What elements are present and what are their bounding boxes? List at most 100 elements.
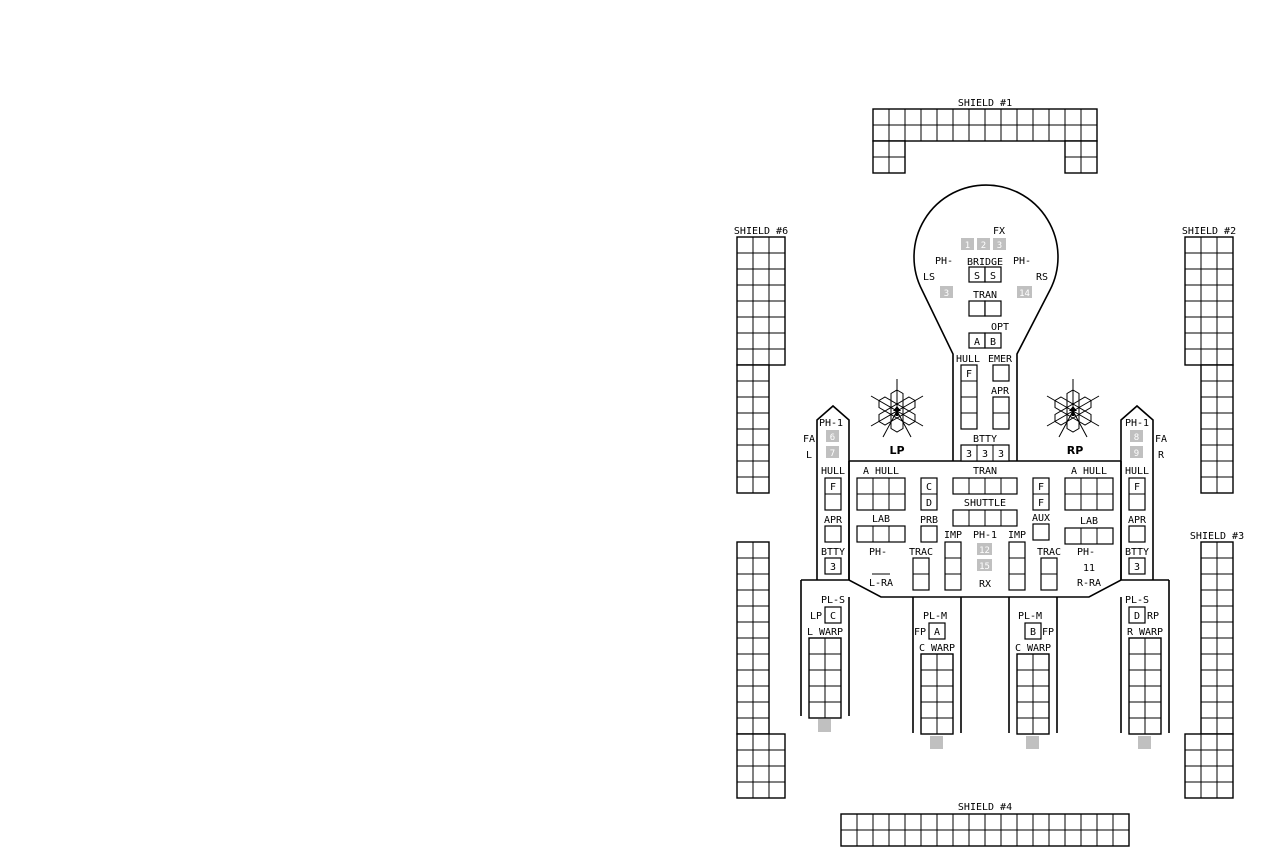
right-pod-phaser-9-box[interactable] — [1130, 446, 1143, 458]
left-pod-hull-cell: F — [830, 482, 836, 493]
shield-5 — [736, 541, 786, 799]
rs-label: RS — [1036, 272, 1048, 283]
right-outer-pl-cell: D — [1134, 611, 1140, 622]
phaser-3-num: 3 — [997, 241, 1002, 251]
neck-btty-cell-1: 3 — [966, 449, 972, 460]
right-imp-boxes[interactable] — [1008, 541, 1026, 591]
ls-label: LS — [923, 272, 935, 283]
phaser-1-num: 1 — [965, 241, 970, 251]
left-ph-label: PH- — [869, 547, 887, 558]
right-inner-pl-cell: B — [1030, 627, 1036, 638]
right-lab-boxes[interactable] — [1064, 527, 1114, 545]
left-pod-btty-box[interactable] — [824, 557, 842, 575]
right-pod-btty-box[interactable] — [1128, 557, 1146, 575]
main-hull: A HULL C D TRAN F F A HULL SHUTTLE LAB L… — [856, 466, 1114, 591]
phaser-12-box[interactable] — [977, 543, 992, 555]
emer-box[interactable] — [992, 364, 1010, 382]
left-outer-pl-cell: C — [830, 611, 836, 622]
phaser-12-num: 12 — [979, 546, 990, 556]
right-pod-hull-label: HULL — [1125, 466, 1149, 477]
ship-outline — [800, 184, 1170, 733]
left-lab-label: LAB — [872, 514, 890, 525]
aux-box[interactable] — [1032, 523, 1050, 541]
opt-box-b[interactable] — [984, 332, 1002, 349]
left-outer-pl-box[interactable] — [824, 606, 842, 624]
ff-cell-2: F — [1038, 498, 1044, 509]
left-inner-pl-cell: A — [934, 627, 940, 638]
phaser-ls-box[interactable] — [940, 286, 953, 298]
rp-label: RP — [1067, 444, 1084, 457]
right-inner-port-label: FP — [1042, 627, 1054, 638]
hull-ph1-label: PH-1 — [973, 530, 997, 541]
shield-1: SHIELD #1 — [872, 98, 1098, 174]
neck-btty-boxes[interactable] — [960, 444, 1010, 462]
left-pod-hull-label: HULL — [821, 466, 845, 477]
right-inner-pl-label: PL-M — [1018, 611, 1042, 622]
aux-label: AUX — [1032, 513, 1050, 524]
right-pod-apr-box[interactable] — [1128, 525, 1146, 543]
right-pod: PH-1 8 9 FA R HULL F APR BTTY 3 — [1125, 418, 1167, 575]
engine-left-inner: PL-M FP A C WARP — [914, 611, 955, 749]
right-pod-apr-label: APR — [1128, 515, 1147, 526]
neck-section: HULL F EMER APR BTTY 3 3 3 — [956, 354, 1013, 462]
phaser-1-box[interactable] — [961, 238, 974, 250]
bridge-box-2[interactable] — [984, 266, 1002, 283]
left-outer-damage-box[interactable] — [818, 719, 831, 732]
bridge-label: BRIDGE — [967, 257, 1003, 268]
left-pod-phaser-7-box[interactable] — [826, 446, 839, 458]
right-outer-port-label: RP — [1147, 611, 1159, 622]
shield-3: SHIELD #3 — [1184, 531, 1244, 799]
saucer-section: FX 1 2 3 PH- PH- LS RS BRIDGE S S 3 14 T… — [923, 226, 1048, 349]
saucer-tran-box-2[interactable] — [984, 300, 1002, 317]
left-a-hull-label: A HULL — [863, 466, 899, 477]
left-pod-phaser-6-box[interactable] — [826, 430, 839, 442]
left-outer-warp-label: L WARP — [807, 627, 843, 638]
opt-label: OPT — [991, 322, 1009, 333]
bridge-cell-1: S — [974, 271, 980, 282]
left-pod-phaser-6-num: 6 — [830, 433, 835, 443]
left-inner-pl-box[interactable] — [928, 622, 946, 640]
right-inner-pl-box[interactable] — [1024, 622, 1042, 640]
left-imp-boxes[interactable] — [944, 541, 962, 591]
left-lab-boxes[interactable] — [856, 525, 906, 543]
rp-arc-icon[interactable] — [1046, 379, 1100, 438]
opt-cell-b: B — [990, 337, 996, 348]
prb-box[interactable] — [920, 525, 938, 543]
neck-hull-cell: F — [966, 369, 972, 380]
right-pod-phaser-8-box[interactable] — [1130, 430, 1143, 442]
engine-right-outer: PL-S D RP R WARP — [1125, 595, 1163, 749]
shield-3-label: SHIELD #3 — [1190, 531, 1244, 542]
right-inner-damage-box[interactable] — [1026, 736, 1039, 749]
rx-label: RX — [979, 579, 991, 590]
lp-arc-icon[interactable] — [870, 379, 924, 438]
saucer-ph-left-label: PH- — [935, 256, 953, 267]
phaser-rs-box[interactable] — [1017, 286, 1032, 298]
right-pod-btty-label: BTTY — [1125, 547, 1149, 558]
phaser-3-box[interactable] — [993, 238, 1006, 250]
right-imp-label: IMP — [1008, 530, 1026, 541]
l-ra-label: L-RA — [869, 578, 893, 589]
shield-4-label: SHIELD #4 — [958, 802, 1012, 813]
right-outer-damage-box[interactable] — [1138, 736, 1151, 749]
left-pod-btty-label: BTTY — [821, 547, 845, 558]
hull-tran-label: TRAN — [973, 466, 997, 477]
right-pod-btty-cell: 3 — [1134, 562, 1140, 573]
left-inner-damage-box[interactable] — [930, 736, 943, 749]
left-trac-label: TRAC — [909, 547, 933, 558]
neck-hull-label: HULL — [956, 354, 980, 365]
shuttle-label: SHUTTLE — [964, 498, 1006, 509]
phaser-ls-num: 3 — [944, 289, 949, 299]
phaser-2-box[interactable] — [977, 238, 990, 250]
left-pod-side-label: L — [806, 450, 812, 461]
right-pod-phaser-8-num: 8 — [1134, 433, 1139, 443]
saucer-ph-right-label: PH- — [1013, 256, 1031, 267]
left-pod-apr-box[interactable] — [824, 525, 842, 543]
right-outer-pl-box[interactable] — [1128, 606, 1146, 624]
phaser-15-box[interactable] — [977, 559, 992, 571]
saucer-tran-box-1[interactable] — [968, 300, 986, 317]
cd-cell-d: D — [926, 498, 932, 509]
prb-label: PRB — [920, 515, 938, 526]
left-pod: PH-1 6 7 FA L HULL F APR BTTY 3 — [803, 418, 845, 575]
right-pod-fa-label: FA — [1155, 434, 1167, 445]
